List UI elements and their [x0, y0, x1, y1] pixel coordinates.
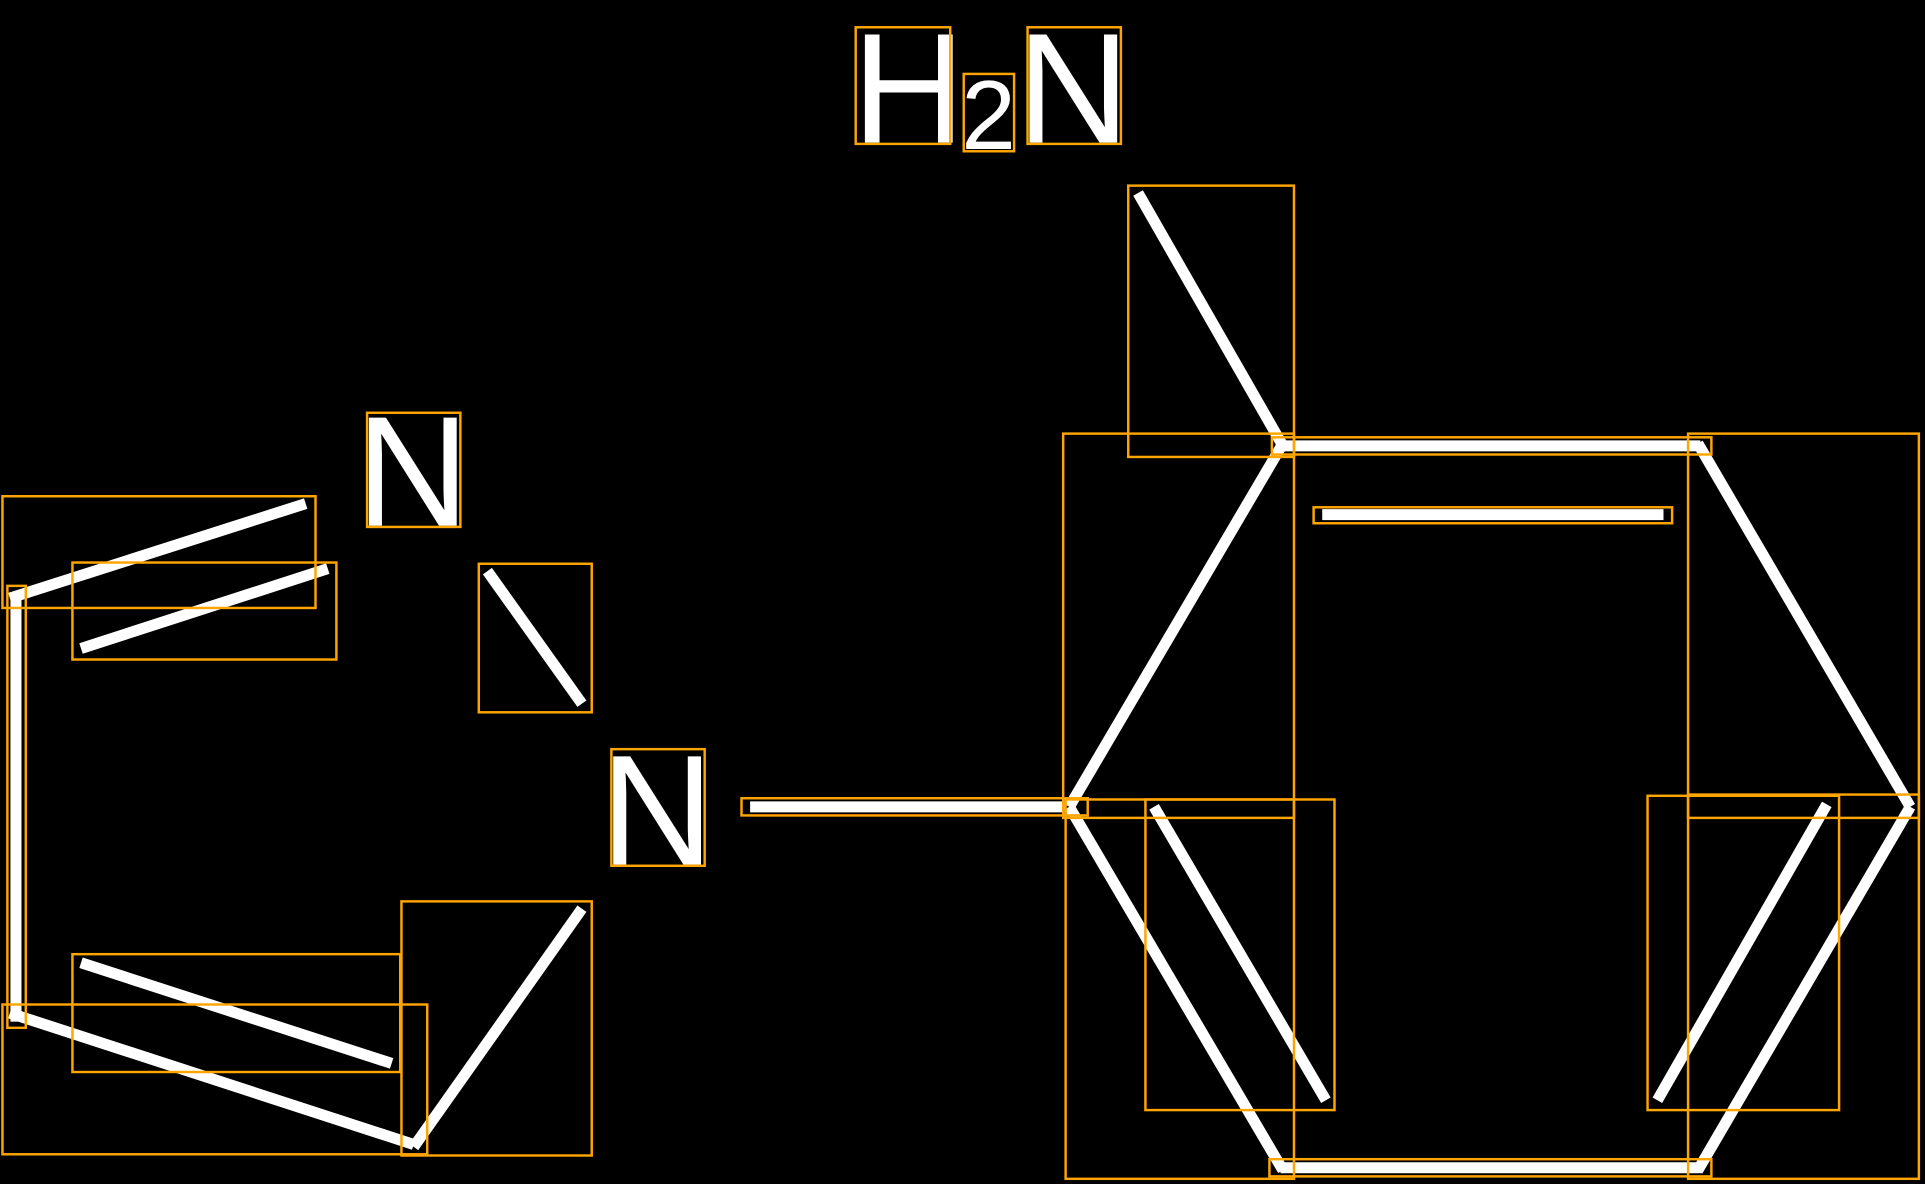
bbox: [610, 747, 706, 867]
bbox: [1312, 506, 1674, 525]
bond: [1064, 440, 1288, 810]
bounding-boxes: [1, 26, 1921, 1181]
atom-ring-n2: N: [600, 724, 713, 899]
bbox: [740, 797, 1089, 817]
bbox: [365, 411, 462, 529]
bbox: [1061, 432, 1296, 820]
bbox: [1, 1003, 429, 1156]
bbox: [6, 584, 28, 1030]
bbox: [1026, 26, 1123, 146]
bond: [409, 905, 587, 1151]
bbox: [477, 562, 593, 714]
bbox: [1646, 794, 1841, 1112]
bbox: [1127, 184, 1296, 459]
bbox: [1686, 432, 1921, 820]
atom-ring-n1: N: [356, 385, 469, 560]
bond: [1693, 440, 1916, 810]
bbox: [1, 495, 317, 610]
bbox: [400, 900, 593, 1157]
atom-h: H: [852, 2, 965, 177]
bond-to-amine: [1133, 190, 1288, 449]
bond: [8, 498, 308, 604]
atom-subscript-2: 2: [961, 60, 1016, 170]
bbox: [1268, 1157, 1713, 1178]
bond: [8, 1007, 416, 1150]
atom-amine-n: N: [1017, 2, 1130, 177]
bbox: [962, 72, 1016, 153]
bbox: [1144, 798, 1336, 1112]
bond: [482, 567, 587, 707]
bbox: [71, 561, 338, 661]
bbox: [1270, 436, 1713, 456]
double-bond-inner: [79, 957, 394, 1069]
bbox: [854, 26, 952, 146]
double-bond-inner: [1149, 804, 1331, 1104]
double-bond-inner: [1652, 801, 1832, 1104]
